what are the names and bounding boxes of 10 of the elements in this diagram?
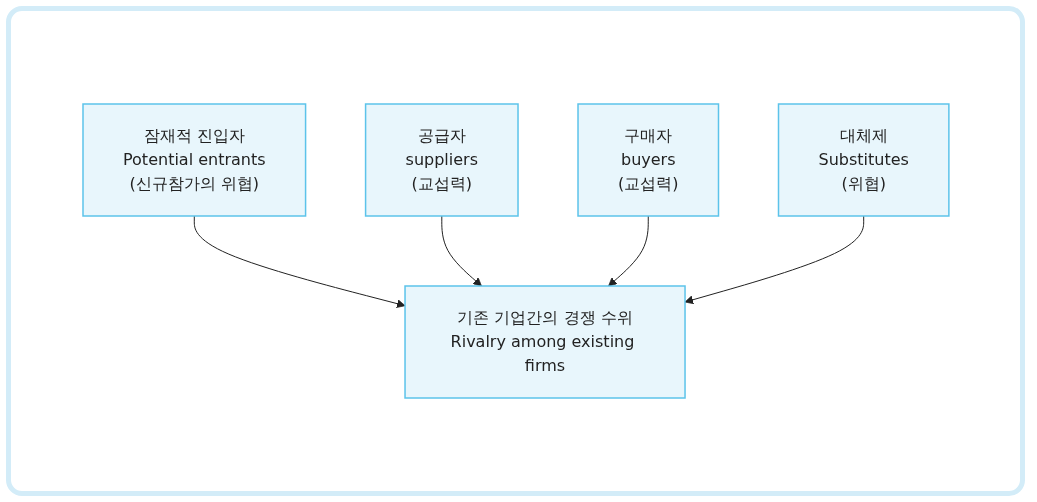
node-box [576,103,719,217]
arrow [607,215,649,287]
arrow [684,215,864,305]
node-box [81,103,306,217]
node-box [777,103,950,217]
frame-border: 잠재적 진입자 Potential entrants (신규참가의 위협) 공급자 suppliers (교섭력) 기존 기업간의 경쟁 수위 Rivalry among existing firms 구매자 buyers (교섭력) 대체제 Substitutes (위협) [6,6,1025,496]
arrow [440,215,482,287]
node-box [364,103,519,217]
node-box [403,285,686,399]
arrow [193,215,405,308]
